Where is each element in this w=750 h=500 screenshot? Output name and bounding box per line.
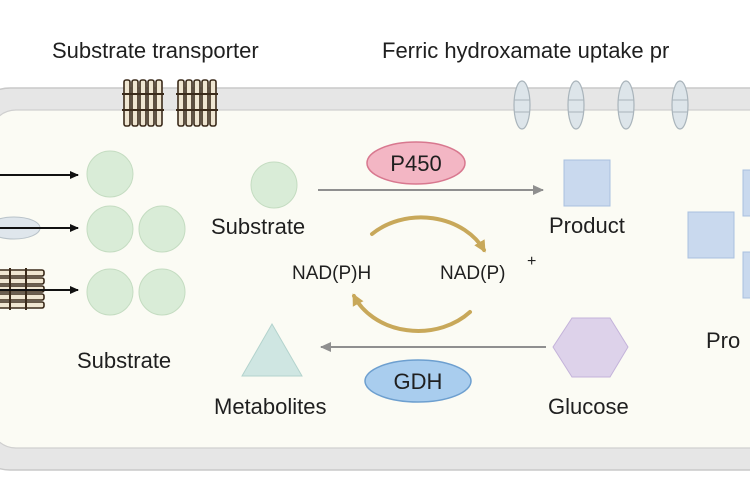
gdh-label: GDH — [394, 369, 443, 394]
ferric-uptake-label: Ferric hydroxamate uptake pr — [382, 38, 669, 63]
ferric-uptake-protein-icon — [671, 80, 689, 130]
product-label: Product — [549, 213, 625, 238]
p450-enzyme: P450 — [366, 141, 466, 185]
cofactor-cycle — [352, 215, 486, 333]
substrate-transporter-icon — [0, 268, 45, 310]
substrate-label: Substrate — [211, 214, 305, 239]
substrate-transporter-label: Substrate transporter — [52, 38, 259, 63]
ferric-uptake-protein-icon — [513, 80, 531, 130]
metabolite-triangle — [241, 322, 303, 377]
ferric-uptake-protein-icon — [567, 80, 585, 130]
cytoplasm — [0, 109, 750, 449]
substrate-pool — [86, 150, 186, 316]
nadp-plus-superscript: + — [527, 253, 536, 270]
glucose-label: Glucose — [548, 394, 629, 419]
glucose-hexagon — [552, 317, 629, 378]
gdh-enzyme: GDH — [364, 359, 472, 403]
nadph-label: NAD(P)H — [292, 263, 371, 284]
substrate-transporter-icon — [176, 79, 218, 127]
product-pool — [687, 169, 750, 299]
product-square — [563, 159, 611, 207]
nadp-plus-label: NAD(P) — [440, 263, 505, 284]
ferric-uptake-protein-icon — [617, 80, 635, 130]
substrate-transporter-icon — [122, 79, 164, 127]
product-pool-label: Pro — [706, 328, 740, 353]
substrate-circle — [250, 161, 298, 209]
substrate-pool-label: Substrate — [77, 348, 171, 373]
metabolites-label: Metabolites — [214, 394, 327, 419]
p450-label: P450 — [390, 151, 441, 176]
